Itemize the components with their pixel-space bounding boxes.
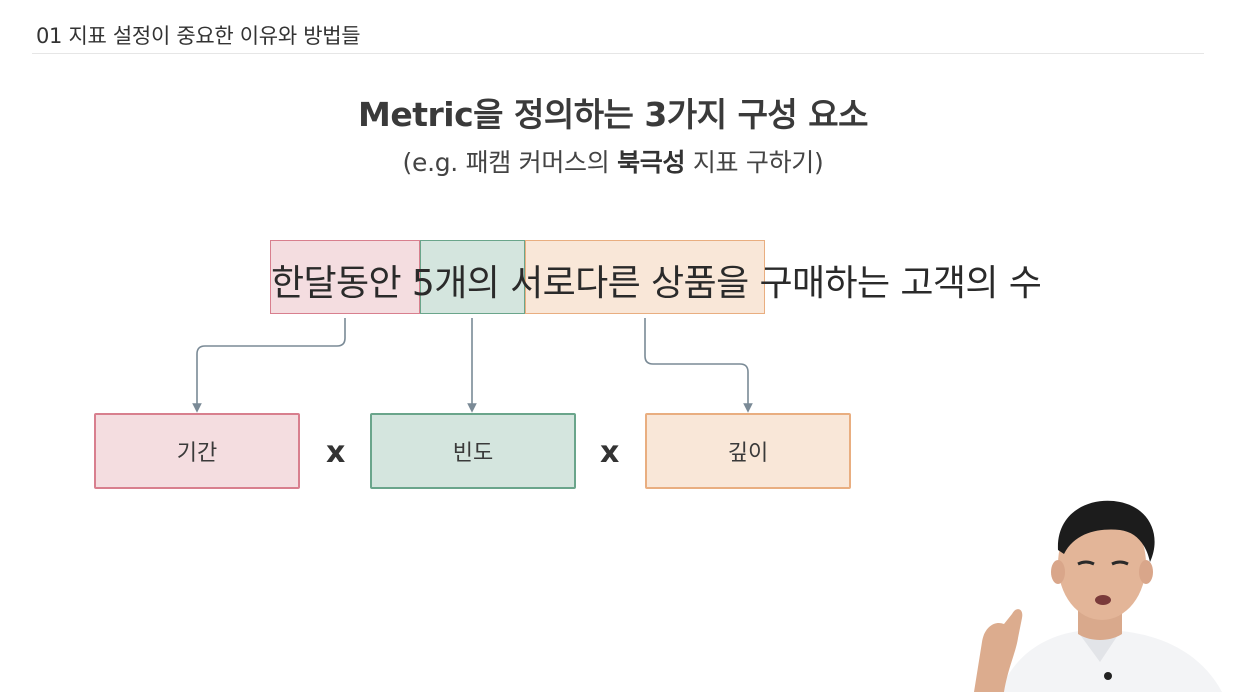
highlight-period (270, 240, 420, 314)
subtitle-prefix: (e.g. 패캠 커머스의 (402, 148, 618, 177)
slide-title: Metric을 정의하는 3가지 구성 요소 (357, 95, 869, 134)
highlight-depth (525, 240, 765, 314)
multiply-sign: x (326, 435, 346, 470)
multiply-sign: x (600, 435, 620, 470)
presenter-video (974, 500, 1222, 692)
component-period-box: 기간 (94, 413, 300, 489)
component-depth-box: 깊이 (645, 413, 851, 489)
subtitle-suffix: 지표 구하기) (685, 148, 824, 177)
metric-sentence: 한달동안 5개의 서로다른 상품을 구매하는 고객의 수 (271, 263, 1042, 304)
component-frequency-box: 빈도 (370, 413, 576, 489)
highlight-frequency (420, 240, 525, 314)
header-divider (32, 53, 1204, 54)
arrow-depth (644, 318, 753, 413)
subtitle-bold: 북극성 (617, 148, 686, 177)
slide-subtitle: (e.g. 패캠 커머스의 북극성 지표 구하기) (0, 143, 1226, 179)
lecture-title: 01 지표 설정이 중요한 이유와 방법들 (36, 24, 361, 48)
arrow-period (192, 318, 346, 413)
